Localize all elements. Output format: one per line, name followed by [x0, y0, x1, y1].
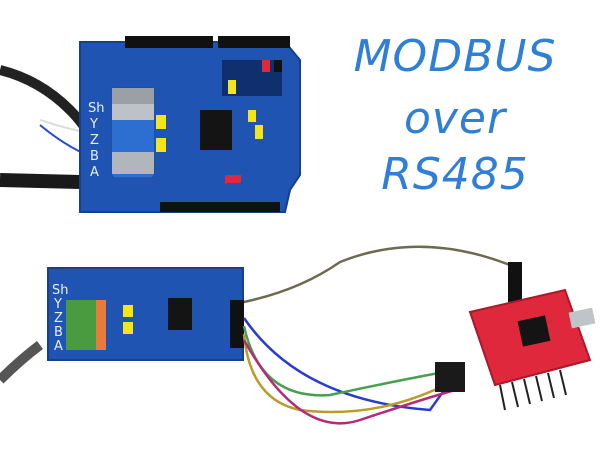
shield-label-z: Z — [90, 133, 99, 148]
module-label-y: Y — [53, 297, 62, 312]
title-line-2: over — [403, 93, 507, 144]
jumper-wires — [242, 245, 511, 425]
title-line-3: RS485 — [381, 149, 529, 200]
module-label-b: B — [54, 325, 63, 340]
usb-serial-adapter — [435, 262, 596, 411]
shield-label-sh: Sh — [88, 101, 105, 116]
module-label-sh: Sh — [52, 283, 69, 298]
shield-label-b: B — [90, 149, 99, 164]
title-line-1: MODBUS — [353, 31, 557, 82]
module-label-z: Z — [54, 311, 63, 326]
shield-label-y: Y — [89, 117, 98, 132]
shield-label-a: A — [90, 165, 99, 180]
rs485-shield: Sh Y Z B A — [0, 36, 301, 213]
rs485-module: Sh Y Z B A — [0, 267, 244, 384]
module-label-a: A — [54, 339, 63, 354]
